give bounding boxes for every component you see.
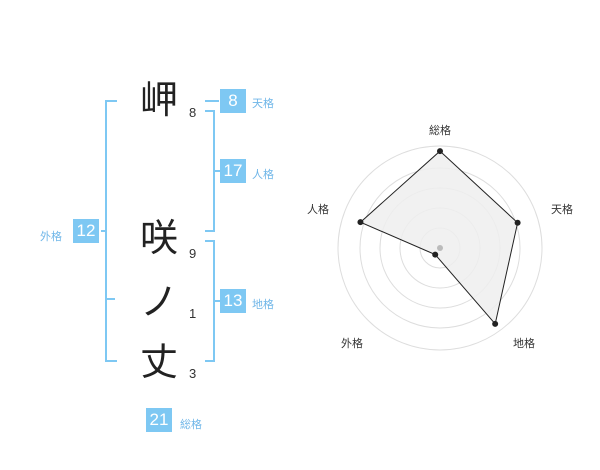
radar-ring-4: [337, 145, 543, 351]
char-3-strokes: 1: [189, 306, 197, 321]
jinkaku-badge: 17: [220, 159, 246, 183]
radar-point-2: [492, 320, 499, 327]
chikaku-label: 地格: [252, 298, 274, 311]
char-4: 丈: [140, 340, 179, 384]
jinkaku-connector: [214, 170, 220, 172]
radar-center: [437, 245, 443, 251]
char-4-strokes: 3: [189, 366, 197, 381]
tenkaku-badge: 8: [220, 89, 246, 113]
gaikaku-label: 外格: [40, 230, 62, 243]
radar-points: [357, 148, 521, 327]
chikaku-connector: [214, 300, 220, 302]
chikaku-badge: 13: [220, 289, 246, 313]
gaikaku-bracket-mid: [105, 298, 115, 300]
soukaku-label: 総格: [180, 418, 202, 431]
gaikaku-bracket: [105, 100, 117, 362]
radar-axis-label-1: 天格: [551, 202, 573, 216]
radar-ring-3: [359, 167, 521, 329]
radar-polygon: [359, 150, 519, 325]
radar-ring-0: [419, 227, 461, 269]
char-2-strokes: 9: [189, 246, 197, 261]
radar-point-1: [514, 219, 521, 226]
radar-axis-label-2: 地格: [513, 336, 535, 350]
char-3: ノ: [140, 280, 179, 324]
radar-axis-label-0: 総格: [429, 123, 451, 137]
radar-point-3: [432, 251, 439, 258]
soukaku-badge: 21: [146, 408, 172, 432]
radar-rings: [337, 145, 543, 351]
radar-ring-2: [379, 187, 501, 309]
radar-point-0: [437, 148, 443, 155]
radar-axis-label-4: 人格: [307, 202, 329, 216]
gaikaku-connector: [101, 230, 106, 232]
tenkaku-connector: [205, 100, 219, 102]
char-1: 岬: [140, 78, 179, 122]
jinkaku-label: 人格: [252, 168, 274, 181]
char-2: 咲: [140, 216, 179, 260]
radar-ring-1: [399, 207, 481, 289]
tenkaku-label: 天格: [252, 97, 274, 110]
radar-point-4: [357, 219, 364, 226]
gaikaku-badge: 12: [73, 219, 99, 243]
radar-axis-label-3: 外格: [341, 336, 363, 350]
char-1-strokes: 8: [189, 105, 197, 120]
